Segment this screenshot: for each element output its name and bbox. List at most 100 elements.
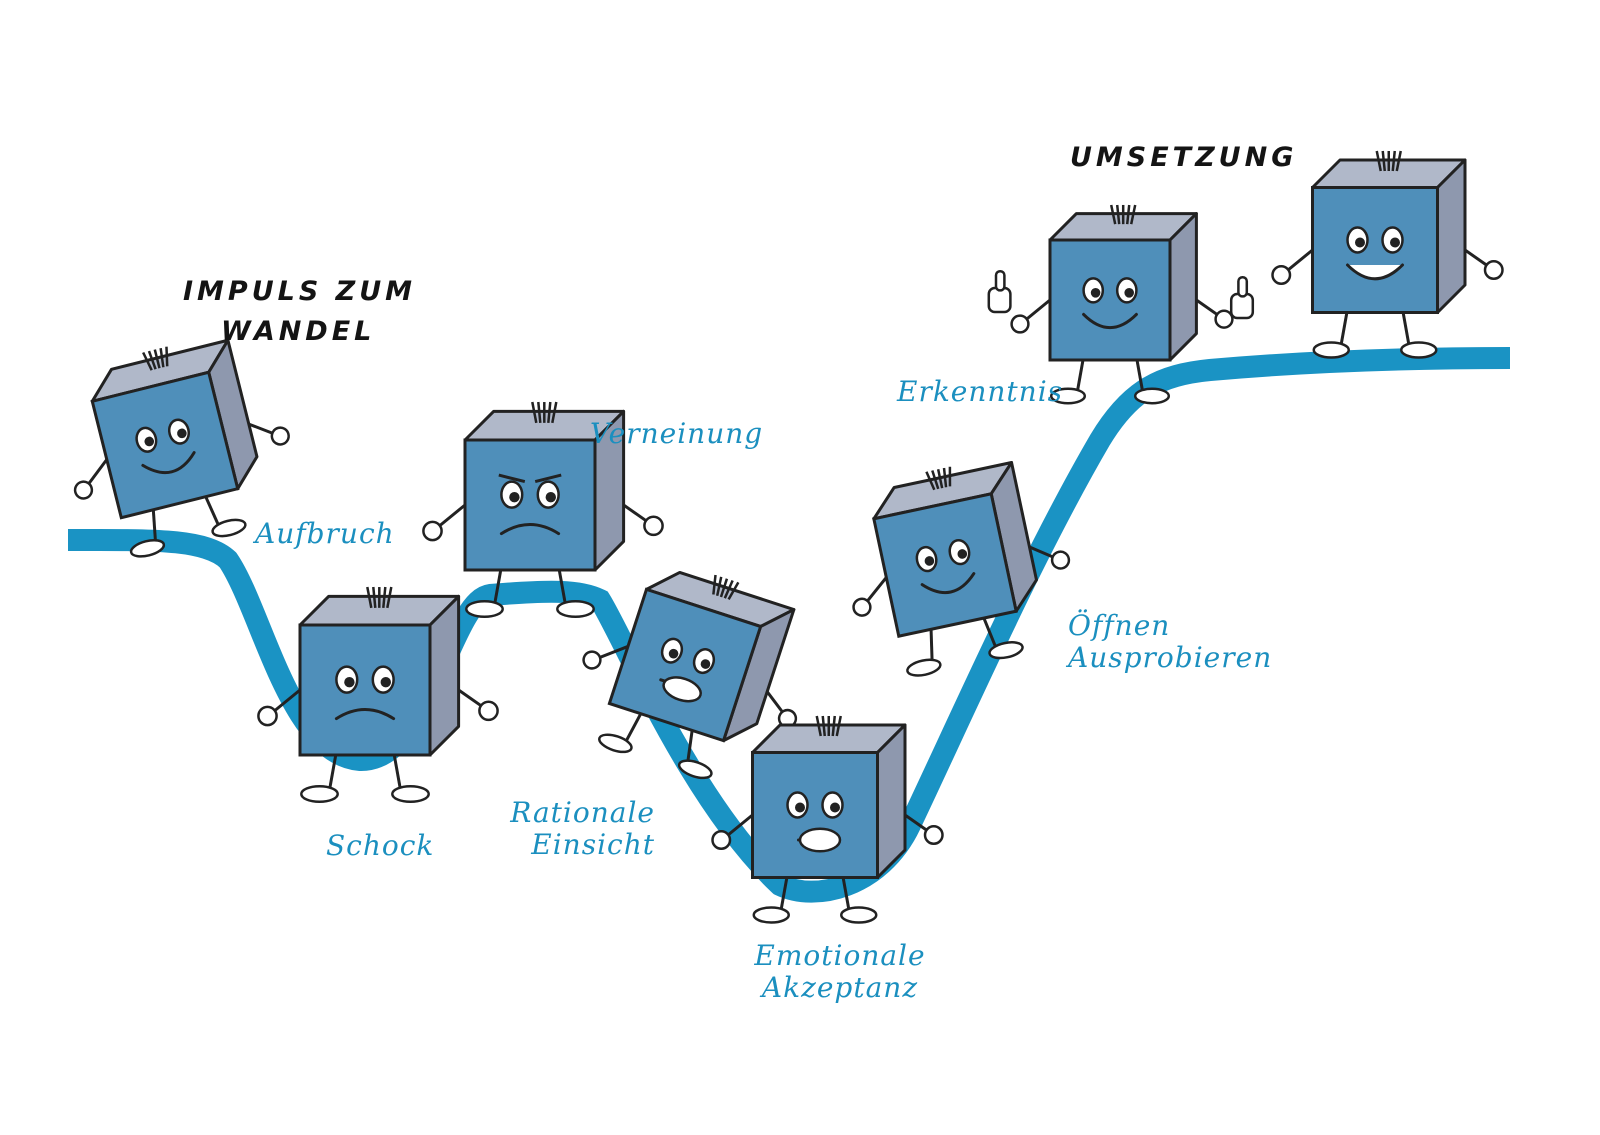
- shoe-icon: [1133, 387, 1171, 405]
- hair-strand: [719, 578, 729, 598]
- shoe-icon: [598, 733, 633, 754]
- hair-strand: [165, 346, 169, 367]
- pupil-icon: [668, 648, 679, 659]
- hair-strand: [821, 715, 826, 737]
- pupil-icon: [1390, 237, 1400, 248]
- cube-side-face: [1436, 158, 1467, 314]
- cube-leg: [151, 509, 158, 544]
- cube-side-face: [1168, 212, 1198, 362]
- cube-leg: [623, 713, 643, 745]
- cube-character-emotionale_akzeptanz: [711, 715, 944, 924]
- hair-strand: [1391, 150, 1396, 172]
- cube-arm: [435, 503, 466, 530]
- shoe-icon: [1312, 341, 1350, 359]
- cube-character-schock: [257, 586, 499, 804]
- hair-strand: [942, 467, 948, 488]
- pupil-icon: [177, 428, 187, 439]
- cube-character-aufbruch: [73, 338, 290, 558]
- mouth-icon: [920, 572, 976, 594]
- hand-icon: [711, 830, 732, 850]
- hand-icon: [1010, 314, 1030, 334]
- cube-leg: [929, 629, 934, 664]
- hair-strand: [147, 350, 157, 370]
- label-verneinung: Verneinung: [590, 418, 763, 450]
- cube-leg: [492, 569, 503, 607]
- cube-arm: [724, 813, 754, 839]
- cube-front-face: [298, 623, 432, 757]
- label-schock-line-1: Schock: [326, 829, 435, 862]
- mouth-icon: [499, 523, 561, 536]
- label-aufbruch-line-1: Aufbruch: [255, 517, 395, 550]
- hair-strand: [153, 349, 161, 369]
- cube-front-face: [1048, 238, 1172, 362]
- cube-leg: [392, 754, 403, 792]
- heading-impulse: IMPULS ZUM WANDEL: [183, 272, 416, 352]
- cube-leg: [779, 877, 789, 913]
- hair-strand: [712, 574, 717, 595]
- eyebrow-icon: [498, 473, 526, 484]
- hand-on-face-icon: [662, 676, 702, 703]
- hand-icon: [270, 426, 290, 446]
- cube-leg: [685, 730, 694, 765]
- cube-front-face: [872, 492, 1018, 638]
- cube-leg: [1135, 359, 1145, 394]
- cube-side-face: [876, 723, 907, 879]
- hair-strand: [142, 351, 153, 371]
- label-oeffnen-line-2: Ausprobieren: [1068, 641, 1273, 674]
- cube-leg: [841, 877, 851, 913]
- cube-side-face: [428, 594, 461, 757]
- shoe-icon: [1400, 341, 1438, 359]
- heading-impulse-line-2: WANDEL: [221, 316, 376, 347]
- pupil-icon: [924, 556, 935, 566]
- characters-layer: [73, 150, 1504, 924]
- thumb-icon: [994, 269, 1006, 292]
- pupil-icon: [1124, 288, 1134, 298]
- hair-strand: [727, 581, 740, 601]
- shoe-icon: [211, 518, 247, 538]
- pupil-icon: [1090, 288, 1101, 298]
- shoe-icon: [752, 906, 790, 924]
- cube-character-umsetzung: [1271, 150, 1504, 359]
- shoe-icon: [300, 784, 339, 804]
- hair-strand: [386, 586, 393, 609]
- pupil-icon: [957, 549, 968, 559]
- cube-character-erkenntnis: [987, 204, 1255, 405]
- hair-strand: [835, 715, 842, 737]
- cube-front-face: [607, 587, 763, 743]
- pupil-icon: [545, 492, 556, 503]
- shoe-icon: [556, 599, 595, 619]
- hand-icon: [1214, 309, 1234, 329]
- cube-front-face: [1311, 186, 1439, 314]
- thumb-icon: [1237, 275, 1249, 298]
- hair-strand: [551, 401, 558, 424]
- mouth-icon: [334, 708, 396, 721]
- hair-strand: [931, 470, 940, 490]
- eyebrow-icon: [534, 473, 562, 484]
- hair-strand: [1115, 204, 1121, 225]
- hair-strand: [925, 471, 936, 491]
- shoe-icon: [988, 641, 1024, 660]
- hair-strand: [1375, 150, 1382, 172]
- label-rationale-einsicht-line-2: Einsicht: [531, 828, 655, 861]
- hand-icon: [643, 515, 664, 537]
- pupil-icon: [1355, 237, 1365, 248]
- hand-icon: [1050, 550, 1071, 570]
- cube-leg: [327, 754, 338, 792]
- hair-strand: [948, 466, 952, 487]
- pupil-icon: [344, 677, 355, 688]
- cube-arm: [1022, 298, 1051, 323]
- hand-on-face-icon: [798, 827, 842, 853]
- mouth-icon: [141, 451, 196, 474]
- hand-icon: [257, 705, 278, 727]
- hair-strand: [831, 715, 836, 737]
- cube-leg: [204, 496, 222, 529]
- cube-front-face: [463, 438, 597, 572]
- hair-strand: [1381, 150, 1386, 172]
- label-emotionale-akzeptanz-line-1: Emotionale: [754, 939, 926, 972]
- label-emotionale-akzeptanz-line-2: Akzeptanz: [761, 971, 919, 1004]
- pupil-icon: [700, 659, 711, 669]
- label-verneinung-line-1: Verneinung: [590, 417, 764, 450]
- shoe-icon: [391, 784, 430, 804]
